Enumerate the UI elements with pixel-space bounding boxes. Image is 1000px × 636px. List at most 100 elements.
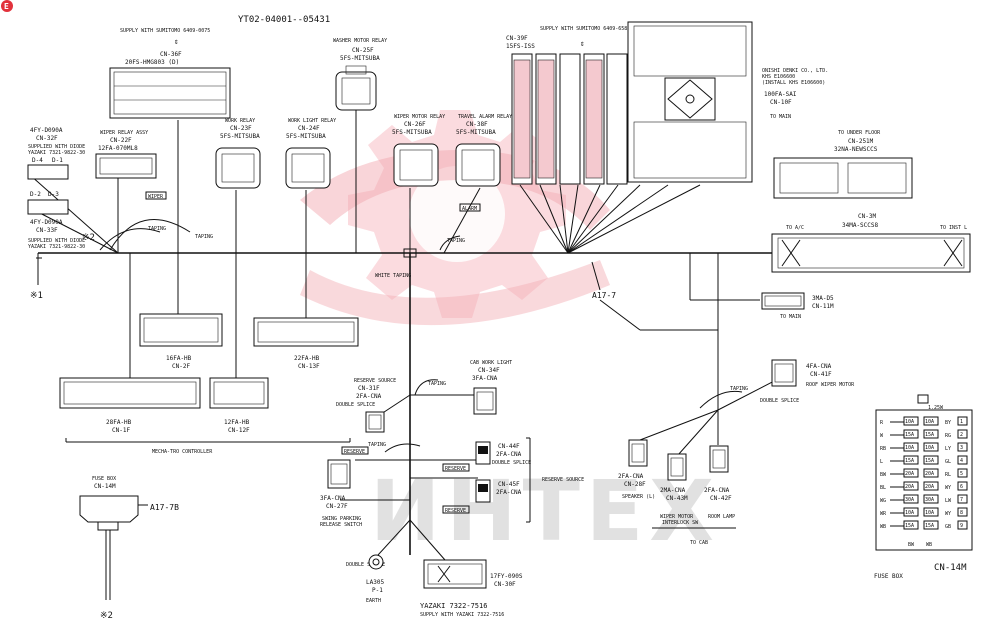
connector-cn10f: ONISHI DENKI CO., LTD. KHS E106600 (INST…	[627, 21, 828, 183]
connector-cn27f: RESERVE 3FA-CNA CN-27F SWING PARKING REL…	[320, 446, 369, 528]
svg-text:TO UNDER FLOOR: TO UNDER FLOOR	[838, 130, 881, 136]
fuse-right	[923, 494, 939, 504]
connector-cn12f: 12FA-HB CN-12F	[209, 377, 269, 434]
mecha-controller-label: MECHA-TRO CONTROLLER	[152, 449, 213, 455]
svg-text:SPEAKER (L): SPEAKER (L)	[622, 494, 655, 500]
connector-cn44f: CN-44F 2FA-CNA DOUBLE SPLICE RESERVE	[442, 441, 531, 472]
svg-text:17FY-090S: 17FY-090S	[490, 573, 523, 580]
fuse-right	[923, 429, 939, 439]
supply-note-left: SUPPLY WITH SUMITOMO 6409-0075	[120, 28, 210, 34]
connector-cn1f: 28FA-HB CN-1F	[59, 377, 201, 434]
fuse-right	[923, 455, 939, 465]
fuse-left	[903, 468, 919, 478]
fuse-left-wire: BW	[880, 472, 887, 478]
svg-text:A17-7B: A17-7B	[150, 503, 179, 512]
fuse-right	[923, 442, 939, 452]
fuse-right-amp: 15A	[925, 458, 934, 464]
svg-text:D-3: D-3	[48, 191, 59, 198]
fuse-left	[903, 429, 919, 439]
svg-text:CN-14M: CN-14M	[94, 483, 116, 490]
fuse-right-amp: 30A	[925, 497, 934, 503]
connector-cn41f: 4FA-CNA CN-41F ROOF WIPER MOTOR DOUBLE S…	[760, 359, 855, 404]
fuse-right	[923, 520, 939, 530]
svg-text:CN-45F: CN-45F	[498, 481, 520, 488]
svg-text:CN-36F: CN-36F	[160, 51, 182, 58]
fuse-right-wire: GL	[945, 459, 951, 465]
svg-text:2FA-CNA: 2FA-CNA	[496, 489, 522, 496]
svg-text:TRAVEL ALARM RELAY: TRAVEL ALARM RELAY	[458, 114, 512, 120]
connector-cn30f: 17FY-090S CN-30F YAZAKI 7322-7516 SUPPLY…	[420, 559, 523, 618]
fuse-pin-number: 3	[960, 445, 963, 451]
svg-text:DOUBLE SPLICE: DOUBLE SPLICE	[492, 460, 531, 466]
fuse-left	[903, 494, 919, 504]
fuse-left-amp: 20A	[905, 471, 914, 477]
svg-text:P-1: P-1	[372, 587, 383, 594]
fuse-right-amp: 10A	[925, 419, 934, 425]
arrow-updown-icon-2: ⇕	[580, 39, 585, 48]
svg-text:CN-11M: CN-11M	[812, 303, 834, 310]
fuse-pin-number: 6	[960, 484, 963, 490]
svg-text:5FS-MITSUBA: 5FS-MITSUBA	[456, 129, 496, 136]
document-id: YT02-04001--05431	[238, 15, 330, 25]
fuse-right-amp: 10A	[925, 510, 934, 516]
arrow-updown-icon: ⇕	[174, 37, 179, 46]
svg-text:WIPER MOTOR: WIPER MOTOR	[660, 514, 694, 520]
fuse-pin	[957, 416, 968, 426]
svg-text:CN-251M: CN-251M	[848, 138, 874, 145]
svg-text:100FA-SAI: 100FA-SAI	[764, 91, 797, 98]
svg-text:WIPER RELAY ASSY: WIPER RELAY ASSY	[100, 130, 148, 136]
connector-cn3m: CN-3M 34MA-SCCS8 TO A/C TO INST L	[771, 213, 971, 273]
fuse-pin	[957, 520, 968, 530]
fuse-right-amp: 20A	[925, 484, 934, 490]
fuse-left	[903, 416, 919, 426]
fuse-right	[923, 507, 939, 517]
svg-text:CN-12F: CN-12F	[228, 427, 250, 434]
svg-text:CN-31F: CN-31F	[358, 385, 380, 392]
fuse-right-wire: LY	[945, 446, 951, 452]
fuse-pin	[957, 442, 968, 452]
connector-cn32f: 4FY-D090A CN-32F SUPPLIED WITH DIODE YAZ…	[27, 127, 85, 180]
svg-text:TO MAIN: TO MAIN	[780, 314, 801, 320]
fuse-left-wire: L	[880, 459, 883, 465]
svg-text:12FA-HB: 12FA-HB	[224, 419, 250, 426]
svg-text:YAZAKI 7322-7516: YAZAKI 7322-7516	[420, 602, 487, 610]
taping-label-1: TAPING	[148, 226, 166, 232]
svg-text:※2: ※2	[100, 611, 113, 621]
a17-7-label: A17-7	[592, 291, 616, 300]
fuse-pin	[957, 494, 968, 504]
connector-cn2f: 16FA-HB CN-2F	[139, 313, 223, 370]
harness-branches	[29, 108, 781, 561]
fuse-pin-number: 8	[960, 510, 963, 516]
connector-cn34f: CAB WORK LIGHT CN-34F 3FA-CNA	[470, 360, 512, 415]
fuse-right	[923, 416, 939, 426]
connector-cn26f: WIPER MOTOR RELAY CN-26F 5FS-MITSUBA	[392, 114, 445, 187]
svg-text:CN-26F: CN-26F	[404, 121, 426, 128]
svg-text:20FS-HMG803 (D): 20FS-HMG803 (D)	[125, 59, 179, 66]
fuse-left	[903, 481, 919, 491]
taping-label-5: TAPING	[368, 442, 386, 448]
svg-text:RESERVE: RESERVE	[445, 466, 466, 472]
fuse-left	[903, 507, 919, 517]
fuse-pin-number: 4	[960, 458, 963, 464]
fuse-pin	[957, 507, 968, 517]
fuse-right-wire: LW	[945, 498, 952, 504]
fuse-right-wire: RG	[945, 433, 951, 439]
svg-text:ONISHI DENKI CO., LTD.: ONISHI DENKI CO., LTD.	[762, 68, 828, 74]
svg-text:ALARM: ALARM	[462, 206, 477, 212]
fuse-right-wire: BY	[945, 420, 951, 426]
svg-text:CN-10F: CN-10F	[770, 99, 792, 106]
fuse-right-amp: 15A	[925, 523, 934, 529]
svg-text:ROOF WIPER MOTOR: ROOF WIPER MOTOR	[806, 382, 855, 388]
svg-text:32NA-NEWSCCS: 32NA-NEWSCCS	[834, 146, 878, 153]
fuse-left-wire: WR	[880, 511, 887, 517]
svg-text:DOUBLE SPLICE: DOUBLE SPLICE	[760, 398, 799, 404]
fuse-left-amp: 15A	[905, 458, 914, 464]
svg-text:28FA-HB: 28FA-HB	[106, 419, 132, 426]
fuse-left	[903, 520, 919, 530]
taping-arcs	[99, 219, 743, 453]
svg-text:3FA-CNA: 3FA-CNA	[320, 495, 346, 502]
svg-text:2MA-CNA: 2MA-CNA	[660, 487, 686, 494]
svg-text:CN-33F: CN-33F	[36, 227, 58, 234]
svg-text:FUSE BOX: FUSE BOX	[92, 476, 116, 482]
